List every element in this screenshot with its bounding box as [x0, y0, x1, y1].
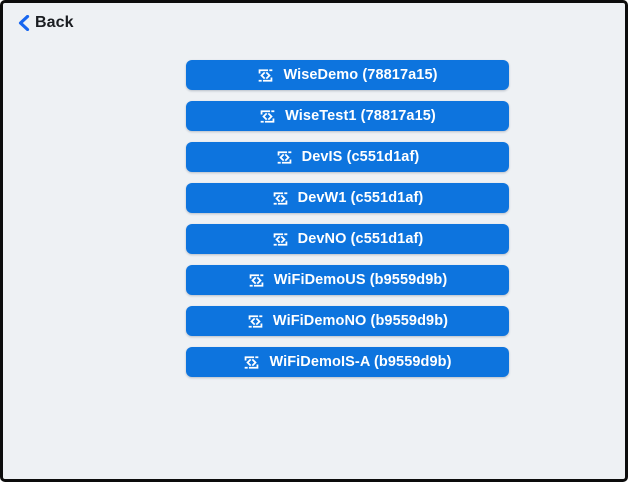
env-button-label: DevNO (c551d1af) — [297, 231, 424, 247]
env-button-label: WiFiDemoNO (b9559d9b) — [272, 313, 449, 329]
code-sync-icon — [243, 354, 260, 371]
code-sync-icon — [276, 149, 293, 166]
env-button-wifidemous[interactable]: WiFiDemoUS (b9559d9b) — [186, 265, 509, 295]
back-button-label: Back — [35, 14, 74, 31]
code-sync-icon — [272, 231, 289, 248]
chevron-left-icon — [17, 15, 31, 31]
env-button-wisedemo[interactable]: WiseDemo (78817a15) — [186, 60, 509, 90]
code-sync-icon — [247, 313, 264, 330]
env-button-label: WiFiDemoIS-A (b9559d9b) — [269, 354, 452, 370]
code-sync-icon — [248, 272, 265, 289]
env-button-wifidemono[interactable]: WiFiDemoNO (b9559d9b) — [186, 306, 509, 336]
back-button[interactable]: Back — [13, 12, 78, 34]
environment-button-list: WiseDemo (78817a15) WiseTest1 (78817a15) — [186, 60, 509, 377]
code-sync-icon — [257, 67, 274, 84]
env-button-label: WiseDemo (78817a15) — [283, 67, 438, 83]
env-button-wisetest1[interactable]: WiseTest1 (78817a15) — [186, 101, 509, 131]
env-button-wifidemois-a[interactable]: WiFiDemoIS-A (b9559d9b) — [186, 347, 509, 377]
env-button-label: DevW1 (c551d1af) — [297, 190, 424, 206]
env-button-devno[interactable]: DevNO (c551d1af) — [186, 224, 509, 254]
env-button-label: WiseTest1 (78817a15) — [285, 108, 436, 124]
code-sync-icon — [259, 108, 276, 125]
env-button-devw1[interactable]: DevW1 (c551d1af) — [186, 183, 509, 213]
env-button-devis[interactable]: DevIS (c551d1af) — [186, 142, 509, 172]
env-button-label: DevIS (c551d1af) — [301, 149, 420, 165]
env-button-label: WiFiDemoUS (b9559d9b) — [273, 272, 448, 288]
code-sync-icon — [272, 190, 289, 207]
